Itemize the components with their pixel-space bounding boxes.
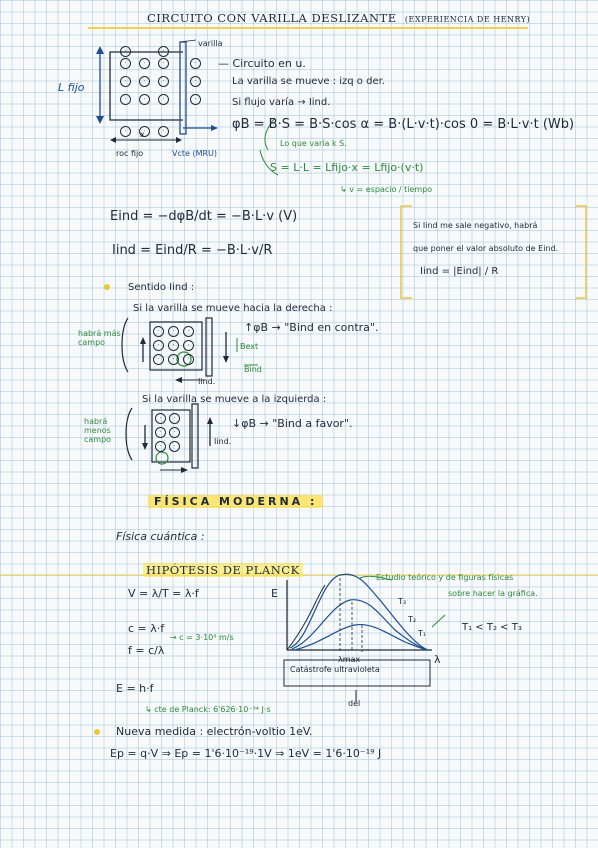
area-equation: S = L·L = Lfijo·x = Lfijo·(v·t)	[270, 161, 424, 174]
t2-label: T₂	[408, 615, 417, 624]
ev-equation: Ep = q·V ⇒ Ep = 1'6·10⁻¹⁹·1V ⇒ 1eV = 1'6…	[110, 747, 382, 760]
velocity-def: ↳ v = espacio / tiempo	[340, 185, 433, 194]
right-move-title: Si la varilla se mueve hacia la derecha …	[133, 303, 333, 314]
c-value: → c = 3·10⁸ m/s	[170, 633, 234, 642]
del-label: del	[348, 699, 361, 708]
iind-equation: Iind = Eind/R = −B·L·v/R	[112, 243, 273, 258]
label-iind-left: Iind.	[214, 437, 232, 446]
label-roc-fijo: roc fijo	[116, 149, 144, 158]
sidenote-line1: Si Iind me sale negativo, habrá	[413, 221, 538, 230]
nueva-medida: Nueva medida : electrón-voltio 1eV.	[116, 725, 313, 738]
temperature-order: T₁ < T₂ < T₃	[462, 622, 522, 633]
left-move-title: Si la varilla se mueve a la izquierda :	[142, 394, 327, 405]
fisica-moderna-header: FÍSICA MODERNA :	[148, 495, 324, 508]
wave-speed-eq: V = λ/T = λ·f	[128, 587, 199, 600]
label-lfijo: L fijo	[58, 81, 85, 94]
note-varilla: La varilla se mueve : izq o der.	[232, 76, 385, 87]
sidenote-bracket-left	[400, 205, 412, 299]
label-iind-right: Iind.	[198, 377, 216, 386]
bullet-nueva	[94, 729, 100, 735]
e-eq: E = h·f	[116, 682, 154, 695]
planck-constant: ↳ cte de Planck: 6'626·10⁻³⁴ J·s	[145, 705, 271, 714]
label-x: x	[140, 130, 145, 139]
right-flux-eq: ↑φB → "Bind en contra".	[244, 321, 379, 334]
f-eq: f = c/λ	[128, 644, 165, 657]
note-circuito: — Circuito en u.	[218, 57, 306, 70]
lambda-max-label: λmax	[338, 655, 361, 664]
planck-heading: HIPÓTESIS DE PLANCK	[143, 563, 303, 577]
title-underline	[88, 27, 528, 29]
bullet-sentido	[104, 284, 110, 290]
green-note-varia: Lo que varía k S.	[280, 139, 347, 148]
sidenote-line2: que poner el valor absoluto de Eind.	[413, 244, 559, 253]
graph-note-1: Estudio teórico y de figuras físicas	[376, 573, 514, 582]
label-bext: Bext	[240, 342, 259, 351]
eind-equation: Eind = −dφB/dt = −B·L·v (V)	[110, 209, 298, 224]
t1-label: T₁	[418, 629, 427, 638]
graph-note-2: sobre hacer la gráfica.	[448, 589, 538, 598]
sidenote-bracket-right	[575, 205, 587, 299]
left-side-note: habrá menos campo	[84, 417, 112, 444]
axis-e-label: E	[271, 587, 278, 600]
flux-equation: φB = B·S = B·S·cos α = B·(L·v·t)·cos 0 =…	[232, 117, 575, 132]
t3-label: T₃	[398, 597, 407, 606]
axis-lambda-label: λ	[434, 653, 441, 666]
label-vcte: Vcte (MRU)	[172, 149, 218, 158]
right-side-note: habrá más campo	[78, 329, 121, 347]
fisica-cuantica-subheader: Física cuántica :	[116, 530, 205, 543]
left-flux-eq: ↓φB → "Bind a favor".	[232, 417, 353, 430]
label-varilla: varilla	[198, 39, 223, 48]
label-bind: Bind	[244, 365, 262, 374]
c-eq: c = λ·f	[128, 622, 165, 635]
catastrofe-label: Catástrofe ultravioleta	[290, 665, 380, 674]
sidenote-line3: Iind = |Eind| / R	[420, 266, 499, 277]
sentido-heading: Sentido Iind :	[128, 282, 195, 293]
note-flujo: Si flujo varía → Iind.	[232, 97, 331, 108]
page-title: CIRCUITO CON VARILLA DESLIZANTE (EXPERIE…	[147, 11, 531, 25]
